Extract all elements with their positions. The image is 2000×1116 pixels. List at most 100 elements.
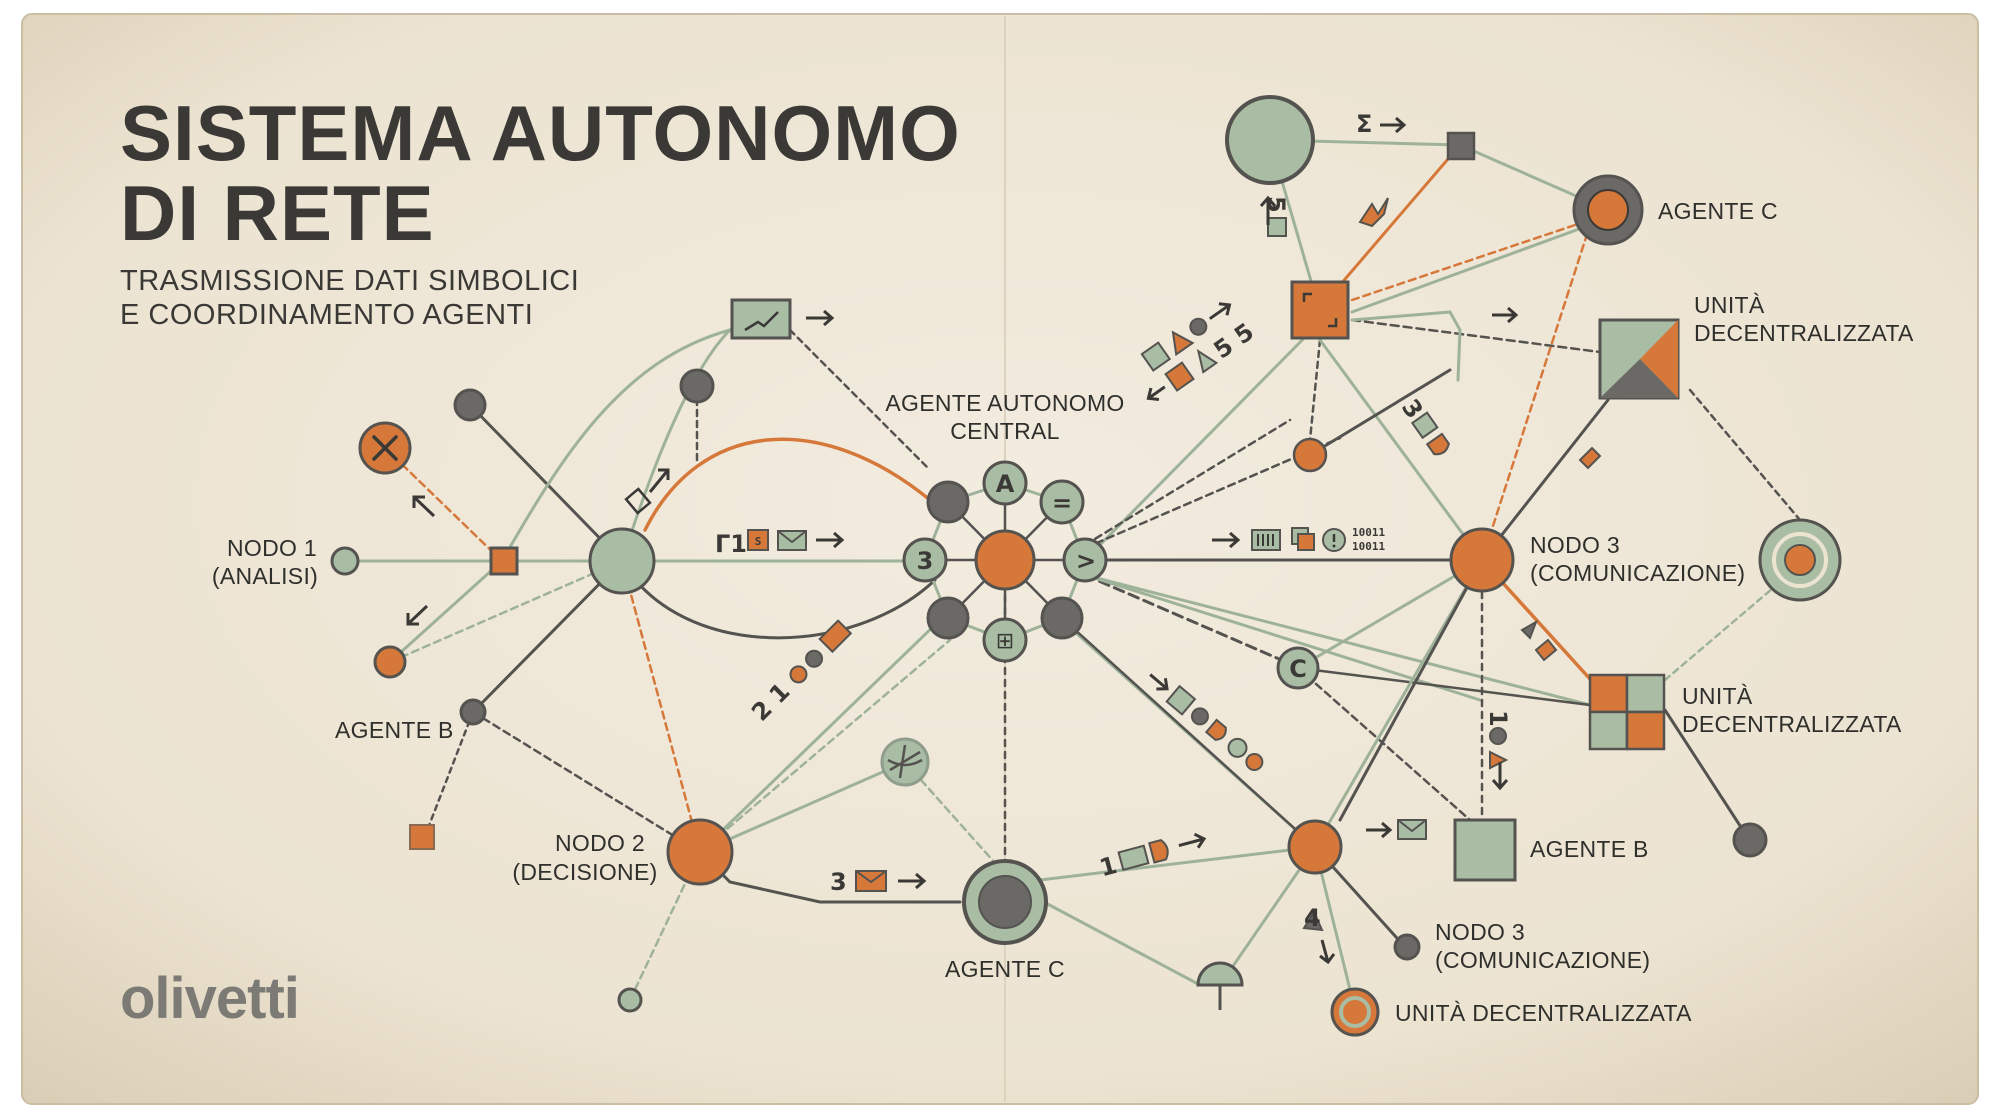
agente-b-right-square[interactable] — [1453, 818, 1517, 882]
hub-glyph-left: 3 — [917, 547, 934, 575]
arrow-right-icon — [1178, 832, 1207, 849]
upper-left-gray-node[interactable] — [453, 388, 487, 422]
lower-gray-node[interactable] — [459, 698, 487, 726]
nodo2-node[interactable] — [666, 818, 734, 886]
arrow-down-icon — [1319, 939, 1336, 965]
warning-icon — [1171, 330, 1195, 357]
bell-icon — [1489, 750, 1509, 770]
connections — [343, 138, 1802, 1012]
bracket-icon — [1302, 292, 1312, 302]
barcode-lines — [1257, 534, 1274, 546]
bullet-icon — [1189, 317, 1208, 336]
label-unita-mid-line2: DECENTRALIZZATA — [1682, 711, 1902, 737]
nodo3-right-node[interactable] — [1449, 527, 1515, 593]
top-sage-node[interactable] — [1225, 95, 1315, 185]
packet-vertical-right: 1 — [1484, 710, 1512, 727]
arrow-right-icon — [816, 531, 845, 549]
page-subtitle-line2: E COORDINAMENTO AGENTI — [120, 299, 533, 331]
nodo3-bottom-node[interactable] — [1287, 819, 1343, 875]
label-unita-top-line2: DECENTRALIZZATA — [1694, 320, 1914, 346]
agente-b-left-node[interactable] — [373, 645, 407, 679]
small-orange-node[interactable] — [1292, 437, 1328, 473]
label-nodo1-line2: (ANALISI) — [212, 563, 318, 589]
arrow-right-icon — [1492, 306, 1519, 324]
unita-mid-square[interactable] — [1588, 673, 1666, 751]
nodo1-endpoint-node[interactable] — [330, 546, 360, 576]
badge-icon — [1140, 341, 1172, 372]
hub-glyph-top: A — [996, 470, 1015, 498]
hub-ring-node-sw[interactable] — [926, 596, 970, 640]
c-node[interactable] — [1276, 646, 1320, 690]
label-nodo3-right-line1: NODO 3 — [1530, 532, 1620, 558]
umbrella-icon[interactable] — [1196, 961, 1244, 987]
grid-icon — [1117, 844, 1150, 872]
bullet-icon — [789, 665, 808, 684]
arrow-left-icon — [1146, 385, 1166, 401]
label-agente-c-bottom: AGENTE C — [945, 956, 1065, 982]
arrow-down-icon — [1491, 762, 1509, 791]
hub-ring-node-nw[interactable] — [926, 480, 970, 524]
hub-ring-node-top[interactable] — [982, 460, 1028, 506]
spark-icon — [1358, 197, 1389, 228]
unita-bottom-node[interactable] — [1330, 987, 1380, 1037]
tag-icon — [1534, 638, 1558, 662]
binary-code-line2: 10011 — [1352, 540, 1385, 553]
bracket-square-node[interactable] — [1290, 280, 1350, 340]
badge-icon — [1164, 361, 1195, 392]
bell-icon — [1302, 909, 1324, 932]
hub-glyph-top-right: = — [1052, 489, 1072, 517]
unita-bottom-ring — [1339, 996, 1371, 1028]
badge-icon — [1267, 217, 1287, 237]
hub-ring-node-right[interactable] — [1062, 537, 1108, 583]
hub-ring-node-bottom[interactable] — [982, 617, 1028, 663]
arrow-right-icon — [898, 872, 927, 890]
hub-core-node[interactable] — [974, 529, 1036, 591]
left-junction-square[interactable] — [489, 546, 519, 576]
packet-sigma: Σ — [1356, 110, 1372, 138]
label-nodo3-bottom-line1: NODO 3 — [1435, 919, 1525, 945]
badge-square — [747, 529, 769, 551]
top-junction-square[interactable] — [1446, 131, 1476, 161]
lower-left-orange-square[interactable] — [409, 824, 435, 850]
left-hub-node[interactable] — [588, 527, 656, 595]
upper-gray-node[interactable] — [679, 368, 715, 404]
arrow-up-right-icon — [648, 468, 670, 493]
chart-card[interactable] — [730, 298, 792, 340]
label-unita-top-line1: UNITÀ — [1694, 292, 1765, 318]
tag-icon — [1578, 446, 1602, 470]
c-node-glyph: C — [1289, 655, 1307, 683]
arrow-down-left-icon — [406, 604, 429, 626]
page-title-line1: SISTEMA AUTONOMO — [120, 89, 961, 177]
bottom-right-gray-node[interactable] — [1732, 822, 1768, 858]
label-unita-bottom: UNITÀ DECENTRALIZZATA — [1395, 1000, 1692, 1026]
packet-num-four: 4 — [1304, 904, 1321, 932]
hub-ring-node-left[interactable] — [902, 537, 948, 583]
bottom-left-small-node[interactable] — [617, 987, 643, 1013]
hub-glyph-right: > — [1076, 547, 1096, 575]
binary-code-line1: 10011 — [1352, 526, 1385, 539]
bullet-icon — [1245, 753, 1264, 772]
label-nodo3-bottom-line2: (COMUNICAZIONE) — [1435, 947, 1650, 973]
bullet-icon — [805, 649, 824, 668]
arrow-up-icon — [1259, 195, 1277, 225]
bullet-icon — [1190, 707, 1209, 726]
trend-icon — [744, 311, 779, 332]
badge-icon — [1410, 411, 1439, 440]
barcode-icon — [1251, 529, 1281, 551]
unita-top-square[interactable] — [1598, 318, 1680, 400]
hub-ring-node-ne[interactable] — [1039, 479, 1085, 525]
page-subtitle-line1: TRASMISSIONE DATI SIMBOLICI — [120, 265, 579, 297]
hub-glyph-bottom: ⊞ — [996, 629, 1014, 654]
labels: SISTEMA AUTONOMO DI RETE TRASMISSIONE DA… — [120, 89, 1914, 1031]
hub-ring-node-se[interactable] — [1040, 596, 1084, 640]
badge-icon — [1165, 684, 1197, 716]
arrow-up-left-icon — [412, 495, 436, 518]
label-agente-b-left: AGENTE B — [335, 717, 454, 743]
bell-icon — [1196, 348, 1219, 374]
label-agente-c-top: AGENTE C — [1658, 198, 1778, 224]
close-icon — [372, 435, 398, 461]
doc-icon — [624, 487, 652, 515]
nodo3-bottom-small-node[interactable] — [1393, 933, 1421, 961]
